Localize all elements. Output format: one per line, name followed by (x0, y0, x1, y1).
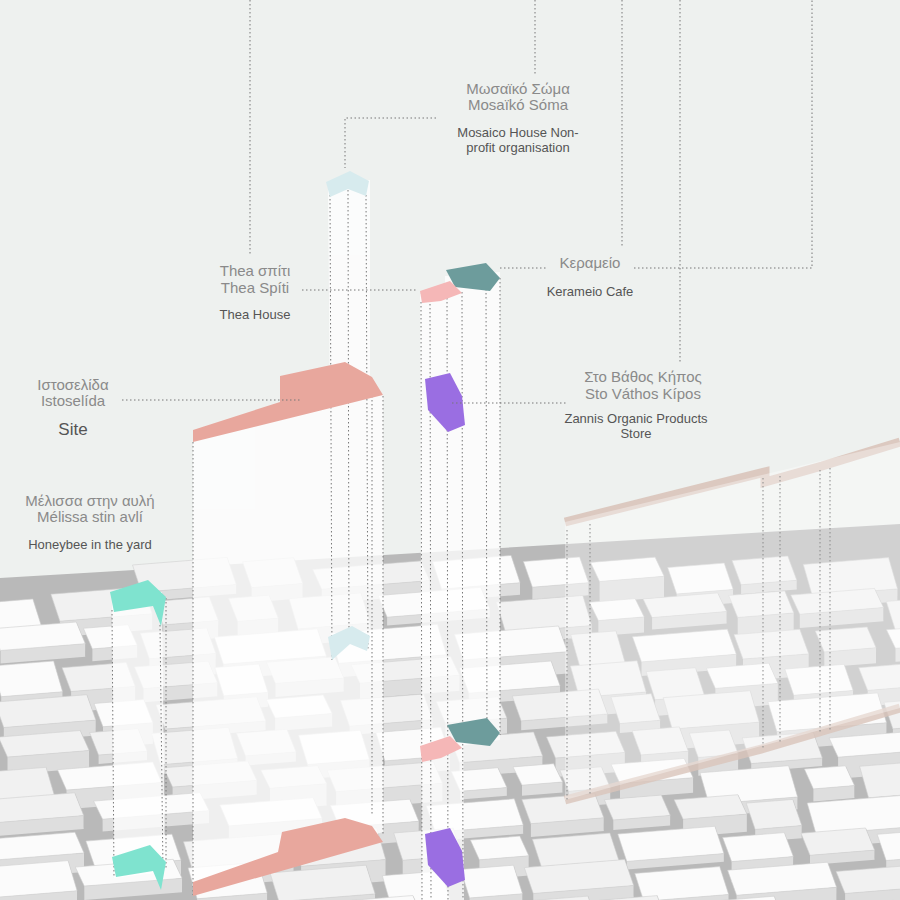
edge (112, 610, 114, 878)
frame-glass (565, 442, 900, 800)
edge (372, 380, 373, 815)
frame-edges (567, 468, 830, 800)
leader-line (634, 0, 812, 268)
block-roof (807, 795, 900, 834)
prism (112, 592, 165, 878)
leader-line (345, 118, 436, 168)
block-roof (270, 865, 375, 900)
label-translit: Mélissa stin avlí (37, 508, 143, 525)
block-roof (599, 896, 666, 900)
block-roof (674, 795, 747, 820)
label-english: Kerameio Cafe (547, 285, 634, 300)
label-translit: Istoselída (41, 392, 105, 409)
edge (330, 195, 332, 660)
site-ground (193, 818, 383, 896)
label-translit: Thea Spíti (221, 279, 289, 296)
roof-marks (110, 171, 500, 896)
edge (830, 468, 831, 730)
block-roof (320, 896, 422, 900)
label-translit: Mosaïkó Sóma (468, 96, 568, 113)
edge (421, 302, 422, 900)
thea-roof (420, 281, 462, 303)
leader-line (535, 0, 536, 74)
edge (348, 190, 349, 640)
block-roof (0, 622, 85, 651)
block-roof (0, 793, 84, 824)
edge (486, 285, 487, 740)
edge (366, 195, 368, 650)
leader-line (500, 268, 546, 269)
edge (820, 470, 821, 732)
block-roof (513, 764, 563, 786)
edge (383, 396, 384, 835)
block-roof (877, 830, 900, 861)
label-english: Mosaico House Non-profit organisation (448, 126, 588, 156)
label-english: Site (58, 420, 87, 440)
block-roof (746, 799, 802, 829)
block-roof (0, 832, 84, 860)
edge (590, 524, 591, 794)
block-roof (836, 864, 900, 894)
block-roof (0, 695, 96, 728)
prisms (112, 180, 500, 900)
leader-line (250, 0, 251, 256)
prism (328, 180, 370, 658)
zannis-ground (425, 828, 465, 887)
block-roof (510, 896, 597, 900)
label-greek: Thea σπίτι (220, 262, 291, 279)
mosaico-ground (328, 626, 370, 660)
label-greek: Μωσαϊκό Σώμα (466, 80, 570, 97)
label-greek: Κεραμείο (560, 254, 621, 271)
edge (462, 292, 463, 900)
block-roof (522, 794, 604, 824)
block-roof (667, 896, 783, 900)
block-roof (604, 795, 670, 820)
block-roof (461, 865, 523, 898)
edge (166, 598, 167, 870)
mosaico-roof (326, 171, 369, 197)
leader-line (122, 400, 300, 401)
block-roof (524, 860, 633, 894)
block-roof (470, 836, 528, 860)
thea-ground (420, 736, 462, 762)
block-roof (801, 828, 875, 855)
prism (445, 272, 500, 748)
edge (160, 625, 163, 872)
label-greek: Μέλισσα στην αυλή (25, 492, 154, 509)
block-roof (0, 731, 89, 758)
label-greek: Ιστοσελίδα (37, 376, 108, 393)
zannis-roof (425, 373, 465, 432)
leader-line (452, 403, 566, 404)
edge (763, 478, 764, 748)
leader-line (680, 0, 681, 362)
label-greek: Στο Βάθος Κήπος (584, 368, 702, 385)
block-roof (635, 867, 729, 900)
block-roof (860, 759, 900, 798)
block-roof (618, 826, 724, 861)
block-roof (829, 731, 900, 758)
leader-line (622, 0, 623, 246)
edge (193, 442, 194, 895)
site-roof (193, 362, 383, 442)
leader-lines (122, 0, 812, 403)
block-roof (804, 766, 854, 789)
label-english: Thea House (220, 308, 291, 323)
prism-edges (112, 190, 500, 900)
edge (500, 278, 501, 735)
block-roof (728, 862, 837, 895)
honeybee-roof (110, 580, 166, 626)
label-english: Zannis Organic Products Store (556, 412, 716, 442)
honeybee-ground (112, 845, 166, 890)
edge (780, 476, 781, 744)
leader-line (302, 290, 418, 291)
label-english: Honeybee in the yard (28, 538, 152, 553)
edge (567, 530, 568, 800)
block-roof (723, 833, 794, 862)
label-translit: Sto Váthos Kípos (585, 385, 701, 402)
block-roof (0, 661, 63, 697)
block-roof (0, 861, 77, 898)
site-markers (110, 0, 900, 900)
